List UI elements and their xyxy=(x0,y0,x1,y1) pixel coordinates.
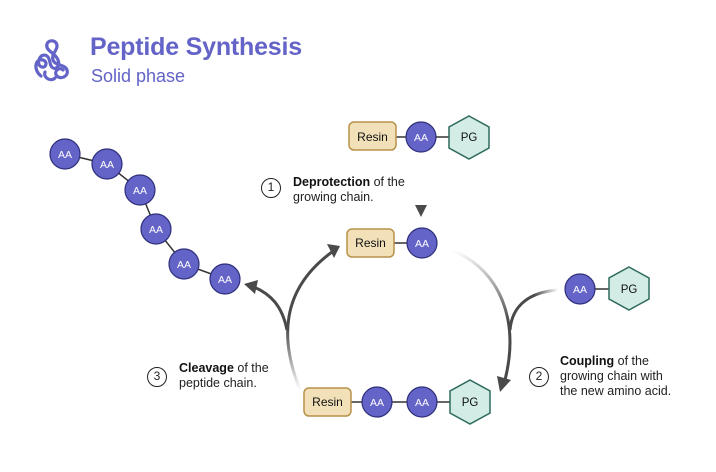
amino-acid-label: AA xyxy=(415,397,429,409)
resin-label: Resin xyxy=(355,236,386,250)
amino-acid-label: AA xyxy=(177,259,191,271)
cycle-left-arrowhead xyxy=(327,244,340,258)
step-3-caption: Cleavage of the peptide chain. xyxy=(179,361,269,391)
amino-acid-label: AA xyxy=(133,185,147,197)
amino-acid xyxy=(140,213,172,245)
construct-deprotected: Resin AA xyxy=(346,227,438,259)
step-2-number: 2 xyxy=(529,367,549,387)
amino-acid-label: AA xyxy=(218,274,232,286)
protecting-group-label: PG xyxy=(461,132,478,144)
cleavage-arrowhead xyxy=(244,280,258,294)
step-2-line2: growing chain with xyxy=(560,369,663,383)
amino-acid xyxy=(209,263,241,295)
step-3-line2: peptide chain. xyxy=(179,376,257,390)
step-1-number: 1 xyxy=(261,178,281,198)
cycle-right-arrowhead xyxy=(497,376,511,392)
step-2-line3: the new amino acid. xyxy=(560,384,672,398)
amino-acid-label: AA xyxy=(58,149,72,161)
resin-label: Resin xyxy=(357,130,388,144)
step-1-keyword: Deprotection xyxy=(293,175,371,189)
step-1-line1-rest: of the xyxy=(370,175,405,189)
cleavage-arrow xyxy=(253,285,289,331)
amino-acid xyxy=(91,148,123,180)
amino-acid-label: AA xyxy=(149,224,163,236)
protecting-group-label: PG xyxy=(621,284,638,296)
step-2-caption: Coupling of the growing chain with the n… xyxy=(560,354,671,399)
step-3-line1-rest: of the xyxy=(233,361,269,375)
amino-acid-label: AA xyxy=(370,397,384,409)
amino-acid-label: AA xyxy=(414,132,428,144)
amino-acid xyxy=(406,227,438,259)
protecting-group-label: PG xyxy=(462,397,479,409)
amino-acid xyxy=(124,174,156,206)
amino-acid-label: AA xyxy=(573,284,587,296)
step-1-caption: Deprotection of the growing chain. xyxy=(293,175,405,205)
amino-acid-label: AA xyxy=(100,159,114,171)
step-3-number: 3 xyxy=(147,367,167,387)
resin-bead xyxy=(346,228,395,258)
step-3-keyword: Cleavage xyxy=(179,361,234,375)
construct-incoming-amino-acid: AA PG xyxy=(564,266,650,311)
amino-acid xyxy=(168,248,200,280)
resin-bead xyxy=(303,387,352,417)
resin-label: Resin xyxy=(312,395,343,409)
amino-acid-label: AA xyxy=(415,238,429,250)
peptide-strand-icon xyxy=(34,39,69,82)
page-subtitle: Solid phase xyxy=(91,66,186,86)
protecting-group xyxy=(449,379,491,425)
cycle-left-arc xyxy=(286,250,333,391)
protecting-group xyxy=(608,266,650,311)
resin-bead xyxy=(348,121,397,151)
incoming-aa-arrow xyxy=(508,288,559,331)
amino-acid xyxy=(405,121,437,153)
amino-acid xyxy=(564,273,596,305)
step-2-line1-rest: of the xyxy=(614,354,649,368)
construct-coupled: Resin AA AA PG xyxy=(303,379,491,425)
amino-acid xyxy=(361,386,393,418)
deprotection-arrowhead xyxy=(415,205,427,217)
released-peptide-chain: AA AA AA AA AA AA xyxy=(49,138,241,295)
amino-acid xyxy=(406,386,438,418)
step-1-line2: growing chain. xyxy=(293,190,374,204)
cycle-right-arc xyxy=(451,248,512,381)
amino-acid xyxy=(49,138,81,170)
construct-top-input: Resin AA PG xyxy=(348,115,490,160)
arrows xyxy=(244,163,559,392)
page-title: Peptide Synthesis xyxy=(90,33,302,61)
protecting-group xyxy=(448,115,490,160)
step-2-keyword: Coupling xyxy=(560,354,615,368)
